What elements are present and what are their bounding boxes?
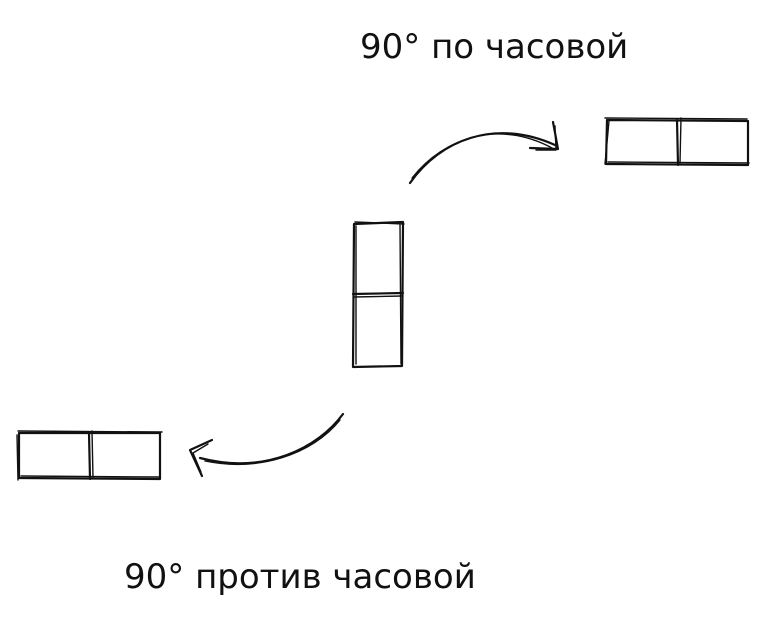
counterclockwise-arrow <box>188 412 345 478</box>
right-horizontal-domino <box>604 117 750 167</box>
counterclockwise-label: 90° против часовой <box>124 557 476 597</box>
left-horizontal-domino <box>16 430 163 481</box>
clockwise-label: 90° по часовой <box>360 27 628 67</box>
clockwise-arrow <box>408 120 560 185</box>
center-vertical-domino <box>351 220 405 369</box>
